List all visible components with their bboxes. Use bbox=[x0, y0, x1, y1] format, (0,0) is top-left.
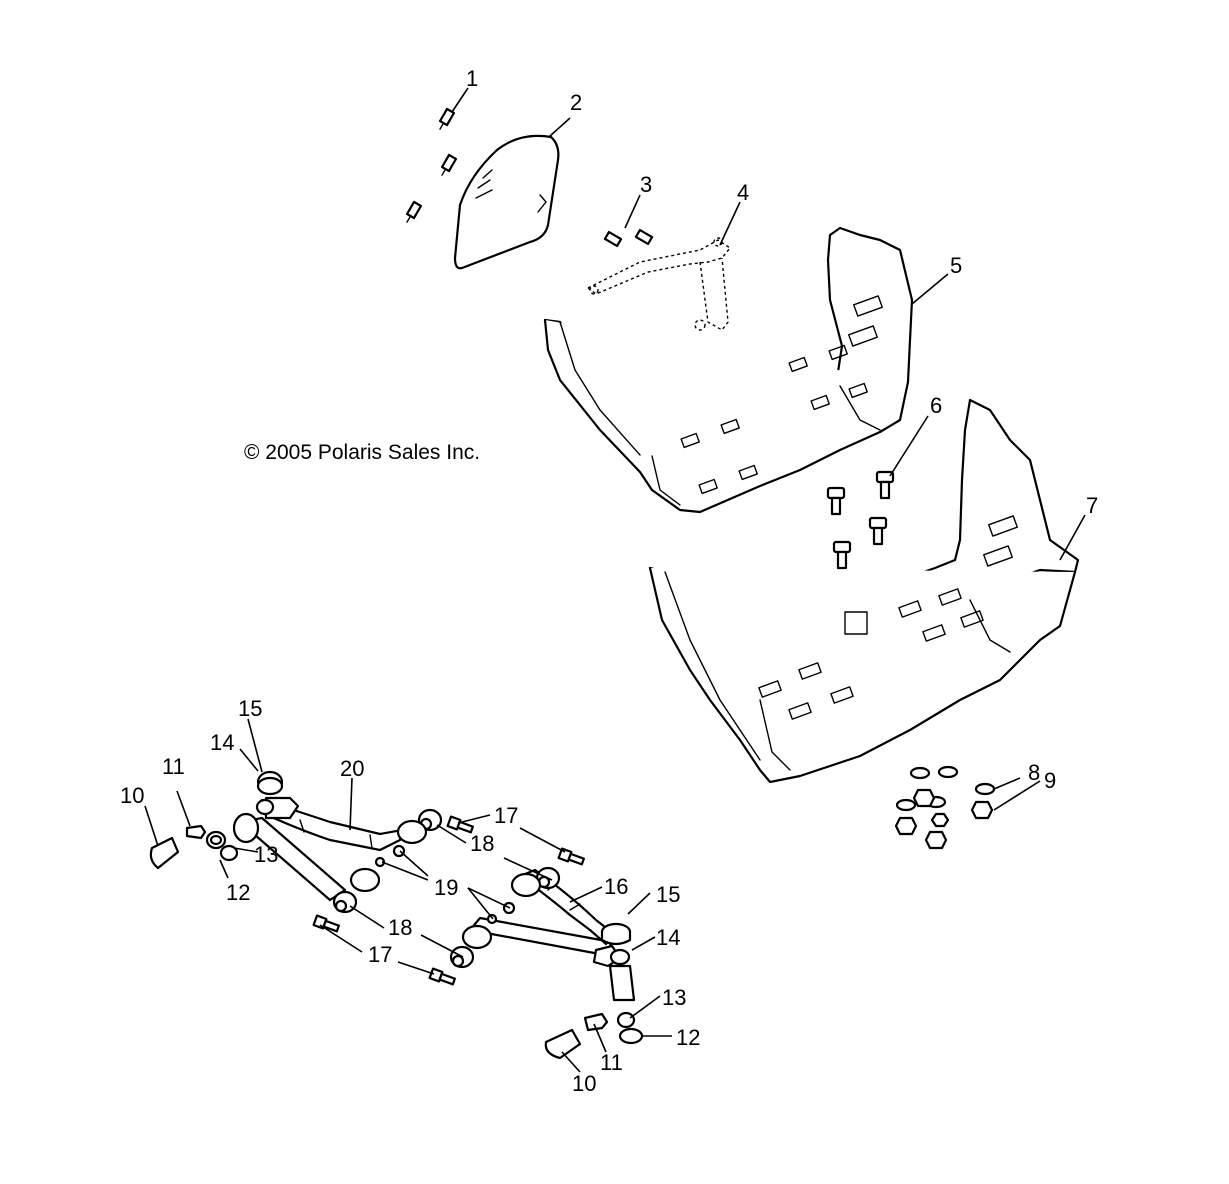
ball-joint-set-upper bbox=[149, 770, 284, 870]
part-2-shield bbox=[453, 134, 560, 270]
callout-3: 3 bbox=[640, 172, 652, 197]
part-5-footwell-upper bbox=[543, 226, 914, 514]
leader-lines bbox=[144, 87, 1086, 1073]
callout-15-upper: 15 bbox=[238, 696, 262, 721]
callout-14-lower: 14 bbox=[656, 925, 680, 950]
part-17-bolts bbox=[312, 815, 585, 986]
callout-10-lower: 10 bbox=[572, 1071, 596, 1096]
callout-18-upper: 18 bbox=[470, 831, 494, 856]
callout-labels: 1 2 3 4 5 6 7 8 9 10 10 11 11 12 12 13 1… bbox=[120, 66, 1098, 1096]
callout-13-lower: 13 bbox=[662, 985, 686, 1010]
callout-4: 4 bbox=[737, 180, 749, 205]
callout-7: 7 bbox=[1086, 493, 1098, 518]
part-1-screws bbox=[405, 107, 458, 223]
callout-15-lower: 15 bbox=[656, 882, 680, 907]
part-9-nuts bbox=[894, 788, 994, 850]
callout-14-upper: 14 bbox=[210, 730, 234, 755]
callout-17-lower: 17 bbox=[368, 942, 392, 967]
ball-joint-set-lower bbox=[544, 922, 644, 1060]
callout-17-upper: 17 bbox=[494, 803, 518, 828]
part-3-screws bbox=[603, 228, 654, 248]
part-7-footwell-lower bbox=[648, 398, 1080, 784]
callout-12-lower: 12 bbox=[676, 1025, 700, 1050]
callout-12-upper: 12 bbox=[226, 880, 250, 905]
callout-20: 20 bbox=[340, 756, 364, 781]
callout-11-upper: 11 bbox=[162, 754, 185, 779]
callout-19: 19 bbox=[434, 875, 458, 900]
callout-5: 5 bbox=[950, 253, 962, 278]
part-18-bushings bbox=[332, 808, 561, 969]
callout-2: 2 bbox=[570, 90, 582, 115]
part-6-bolts bbox=[826, 470, 895, 570]
callout-13-upper: 13 bbox=[254, 842, 278, 867]
callout-10-upper: 10 bbox=[120, 783, 144, 808]
part-19-washers bbox=[374, 844, 516, 925]
callout-16: 16 bbox=[604, 874, 628, 899]
callout-18-lower: 18 bbox=[388, 915, 412, 940]
part-20-a-arm-upper bbox=[232, 796, 404, 902]
callout-6: 6 bbox=[930, 393, 942, 418]
callout-8: 8 bbox=[1028, 760, 1040, 785]
callout-11-lower: 11 bbox=[600, 1050, 623, 1075]
copyright-text: © 2005 Polaris Sales Inc. bbox=[244, 441, 480, 464]
part-4-bracket bbox=[586, 237, 732, 331]
callout-9: 9 bbox=[1044, 768, 1056, 793]
callout-1: 1 bbox=[466, 66, 478, 91]
